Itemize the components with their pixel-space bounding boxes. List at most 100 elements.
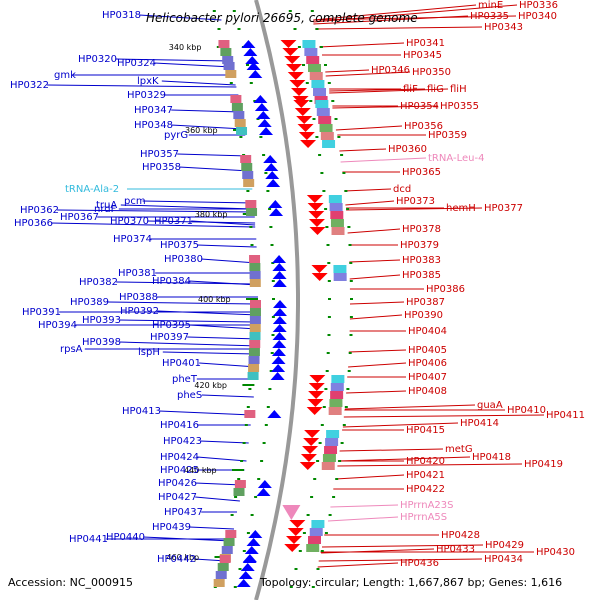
reverse-gene-block <box>311 80 325 88</box>
reverse-gene-block <box>320 132 334 140</box>
right-connector-line <box>339 448 444 452</box>
tick-mark <box>212 10 216 12</box>
right-connector-line <box>349 314 403 320</box>
right-gene-label: HP0341 <box>406 38 445 49</box>
reverse-gene-block <box>306 56 320 64</box>
tick-mark <box>313 478 317 480</box>
right-gene-label: HP0436 <box>400 558 439 569</box>
right-connector-line <box>313 4 477 21</box>
tick-mark <box>324 532 328 534</box>
forward-gene-arrow <box>272 308 287 316</box>
right-connector-line <box>313 15 517 21</box>
right-gene-label: HP0430 <box>536 547 575 558</box>
reverse-gene-arrow <box>286 64 303 72</box>
right-gene-label: HP0385 <box>402 270 441 281</box>
forward-gene-block <box>246 208 258 216</box>
right-connector-line <box>338 456 471 462</box>
tick-mark <box>322 406 326 408</box>
right-gene-label: HP0360 <box>388 144 427 155</box>
tick-mark <box>315 28 319 30</box>
tick-mark <box>233 586 237 588</box>
forward-gene-block <box>249 324 261 332</box>
left-connector-line <box>162 351 257 355</box>
tick-mark <box>246 64 249 66</box>
left-connector-line <box>154 62 232 68</box>
left-gene-label: HP0380 <box>164 254 203 265</box>
reverse-gene-arrow <box>287 528 304 536</box>
right-gene-label: guaA <box>477 400 503 411</box>
tick-mark <box>335 478 339 480</box>
forward-gene-arrow <box>259 127 274 135</box>
left-connector-line <box>177 153 249 157</box>
forward-gene-arrow <box>272 255 287 263</box>
right-connector-line <box>321 544 484 548</box>
forward-gene-block <box>248 356 260 364</box>
tick-mark <box>232 10 236 12</box>
right-connector-line <box>329 88 449 94</box>
right-gene-label: HP0428 <box>441 530 480 541</box>
forward-gene-arrow <box>244 546 259 554</box>
forward-gene-arrow <box>272 340 287 348</box>
right-connector-line <box>339 148 387 152</box>
forward-gene-arrow <box>240 563 255 571</box>
tick-mark <box>331 100 335 102</box>
left-connector-line <box>47 84 237 88</box>
right-connector-line <box>332 105 439 109</box>
rrna-arrow <box>282 505 301 520</box>
reverse-gene-arrow <box>302 446 319 454</box>
forward-gene-block <box>250 300 261 308</box>
tick-mark <box>350 298 353 300</box>
tick-mark <box>240 460 244 462</box>
tick-mark <box>320 550 324 552</box>
left-gene-label: HP0358 <box>142 162 181 173</box>
right-gene-label: HP0373 <box>396 196 435 207</box>
forward-gene-arrow <box>238 571 253 579</box>
tick-mark <box>347 226 351 228</box>
label-connector-lines <box>47 4 545 568</box>
reverse-gene-arrow <box>307 203 324 211</box>
tick-mark <box>242 550 246 552</box>
tick-mark <box>346 208 350 210</box>
tick-mark <box>272 298 275 300</box>
reverse-gene-arrow <box>311 265 328 273</box>
left-gene-label: pyrG <box>164 130 188 141</box>
right-connector-line <box>330 504 399 508</box>
left-gene-label: HP0391 <box>22 307 61 318</box>
scale-label: 360 kbp <box>185 126 218 135</box>
tick-mark <box>297 46 301 48</box>
tick-mark <box>305 82 309 84</box>
left-gene-label: HP0439 <box>152 522 191 533</box>
tick-mark <box>340 442 344 444</box>
forward-gene-block <box>245 200 257 208</box>
reverse-gene-block <box>324 446 338 454</box>
right-gene-label: HP0434 <box>484 554 523 565</box>
left-connector-line <box>119 319 258 323</box>
right-gene-label: HP0336 <box>519 0 558 11</box>
tick-mark <box>346 388 350 390</box>
forward-gene-arrow <box>257 119 272 127</box>
reverse-gene-block <box>316 108 330 116</box>
reverse-gene-block <box>326 430 340 438</box>
tick-mark <box>310 496 314 498</box>
forward-gene-block <box>249 255 261 263</box>
forward-gene-block <box>220 48 232 56</box>
tick-mark <box>262 154 266 156</box>
left-gene-label: HP0416 <box>160 420 199 431</box>
tick-mark <box>311 586 315 588</box>
right-connector-line <box>318 558 483 562</box>
right-connector-line <box>325 69 370 73</box>
tick-mark <box>266 190 270 192</box>
left-connector-line <box>139 14 222 21</box>
left-connector-line <box>51 222 256 228</box>
reverse-gene-block <box>308 64 322 72</box>
reverse-gene-block <box>333 273 347 281</box>
tick-mark <box>250 514 254 516</box>
reverse-gene-arrow <box>300 140 317 148</box>
forward-gene-block <box>233 488 245 496</box>
right-gene-label: HP0406 <box>408 358 447 369</box>
reverse-gene-block <box>325 438 339 446</box>
forward-gene-block <box>249 340 261 348</box>
left-connector-line <box>195 482 243 486</box>
left-connector-line <box>120 204 254 210</box>
left-gene-label: HP0397 <box>150 332 189 343</box>
